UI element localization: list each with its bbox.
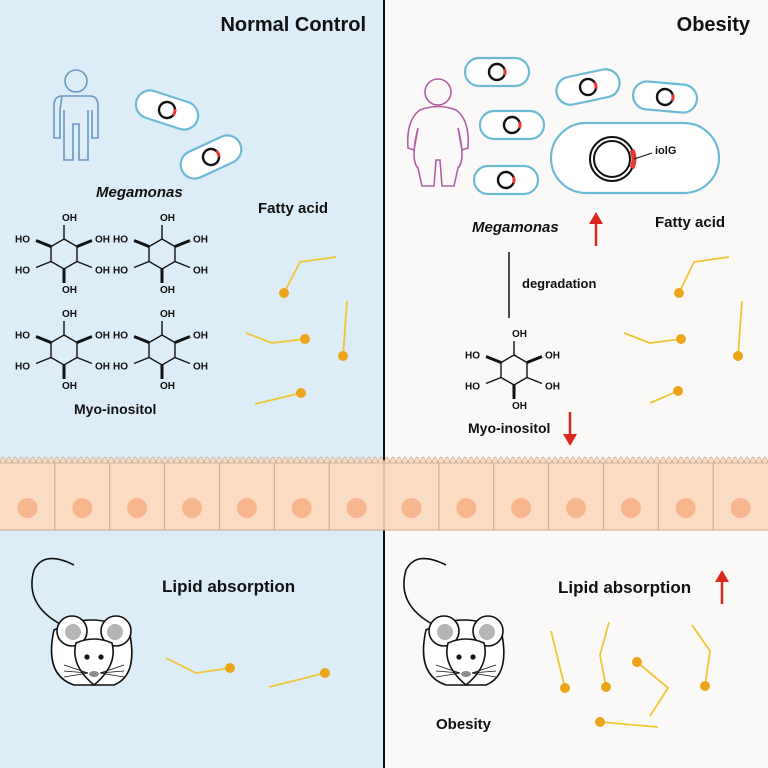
hydroxyl-label: OH [62,309,77,320]
hydroxyl-label: OH [160,309,175,320]
mouse-icon [31,557,133,687]
mouse-icon [403,557,505,687]
lipid-absorption-label: Lipid absorption [162,577,296,596]
hydroxyl-label: HO [113,362,128,373]
megamonas-label: Megamonas [96,184,183,201]
hydroxyl-label: OH [512,329,527,340]
hydroxyl-label: HO [113,331,128,342]
fatty-acid-icon [649,386,683,404]
fatty-acid-icon [674,256,730,298]
fatty-acid-icon [623,332,686,344]
hydroxyl-label: OH [545,351,560,362]
hydroxyl-label: OH [62,381,77,392]
hydroxyl-label: OH [95,362,110,373]
hydroxyl-label: OH [193,235,208,246]
fatty-acid-icon [595,717,659,728]
fatty-acid-icon [338,300,348,361]
hydroxyl-label: HO [15,362,30,373]
inositol-structures: OHOHOHOHHOHOOHOHOHOHHOHOOHOHOHOHHOHOOHOH… [15,213,560,412]
hydroxyl-label: OH [193,266,208,277]
hydroxyl-label: HO [15,266,30,277]
inositol-structure-icon: OH OH OH OH HO HO [465,329,560,412]
plasmid-icon [549,121,721,195]
hydroxyl-label: OH [193,331,208,342]
hydroxyl-label: HO [113,235,128,246]
lipid-absorption-label-obesity: Lipid absorption [558,578,692,597]
bacterium-icon [463,56,531,88]
inositol-structure-icon: OH OH OH OH HO HO [113,213,208,296]
fatty-acid-icon [245,332,310,344]
inositol-structure-icon: OH OH OH OH HO HO [15,213,110,296]
fatty-acid-icon [733,300,743,361]
red-arrow-icon [563,212,729,604]
hydroxyl-label: HO [113,266,128,277]
hydroxyl-label: OH [160,285,175,296]
hydroxyl-label: OH [62,285,77,296]
hydroxyl-label: OH [95,235,110,246]
hydroxyl-label: OH [62,213,77,224]
fatty-acid-label-obesity: Fatty acid [655,214,726,231]
hydroxyl-label: OH [193,362,208,373]
degradation-label: degradation [522,276,597,291]
panel-title-obesity: Obesity [676,14,750,36]
hydroxyl-label: OH [545,382,560,393]
myo-inositol-label: Myo-inositol [74,401,157,417]
human-normal-icon [53,69,99,161]
fatty-acid-icon [691,624,711,691]
hydroxyl-label: HO [15,331,30,342]
fatty-acid-icon [550,630,570,693]
fatty-acid-icon [165,657,235,674]
fatty-acids [165,256,743,728]
bacterium-icon [630,78,700,116]
hydroxyl-label: OH [160,213,175,224]
obesity-mouse-label: Obesity [436,716,492,733]
fatty-acid-icon [268,668,330,688]
iolg-gene-label: iolG [655,145,677,157]
fatty-acid-icon [254,388,306,405]
hydroxyl-label: OH [160,381,175,392]
inositol-structure-icon: OH OH OH OH HO HO [15,309,110,392]
fatty-acid-label: Fatty acid [258,200,329,217]
human-obese-icon [406,78,470,187]
fatty-acid-icon [632,657,669,717]
hydroxyl-label: HO [465,382,480,393]
hydroxyl-label: OH [95,266,110,277]
hydroxyl-label: OH [512,401,527,412]
bacterium-icon [472,164,540,196]
inositol-structure-icon: OH OH OH OH HO HO [113,309,208,392]
hydroxyl-label: HO [465,351,480,362]
hydroxyl-label: HO [15,235,30,246]
megamonas-label-obesity: Megamonas [472,219,559,236]
intestinal-epithelium [0,456,768,531]
myo-inositol-label-obesity: Myo-inositol [468,420,551,436]
fatty-acid-icon [279,256,337,298]
bacterium-icon [478,109,546,141]
panel-title-normal: Normal Control [220,14,366,36]
mice [31,557,505,687]
hydroxyl-label: OH [95,331,110,342]
fatty-acid-icon [599,621,611,692]
